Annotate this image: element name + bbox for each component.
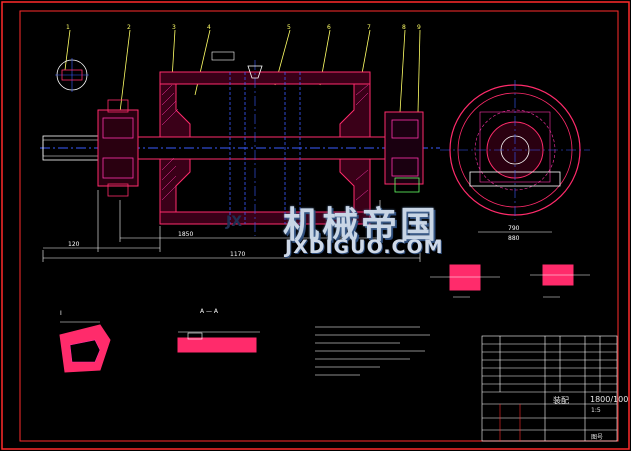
svg-text:2: 2 [127,24,131,31]
dim-width: 790 [508,225,520,232]
section-a-a [177,331,260,353]
drum-hatching [161,84,369,201]
dim-overall-length: 1170 [230,251,245,258]
svg-text:3: 3 [172,24,176,31]
end-view [440,80,590,233]
svg-text:8: 8 [402,24,406,31]
drum-end-discs [159,83,371,213]
leader-numbers: 1 2 3 4 5 6 7 8 9 [66,24,421,31]
drum-key [247,65,263,79]
watermark-cn: 机械帝国 [283,205,440,246]
drawing-checker-mark: 图号 [591,434,604,441]
dimension-lines [42,190,421,262]
dim-drum-length: 1850 [178,231,193,238]
technical-notes [315,326,430,376]
title-block [481,335,618,442]
svg-text:6: 6 [327,24,331,31]
drawing-part-label: 装配 [553,396,569,405]
svg-text:9: 9 [417,24,421,31]
dim-height: 880 [508,235,520,242]
drum-hidden-lines [229,72,301,224]
left-bearing-housing [97,99,139,197]
section-blocks [449,264,574,291]
detail-i [59,321,111,373]
title-block-accents [499,404,521,441]
svg-text:4: 4 [207,24,211,31]
detail-i-label: I [60,310,62,317]
dim-left-shaft: 120 [68,241,80,248]
right-bearing-housing [384,111,424,193]
svg-text:7: 7 [367,24,371,31]
svg-text:1: 1 [66,24,70,31]
watermark-en: JXDIGUO.COM [285,236,444,258]
drum-shell [159,71,371,225]
drawing-scale: 1:5 [591,407,601,414]
drawing-frame [19,10,619,442]
svg-text:5: 5 [287,24,291,31]
section-a-a-label: A — A [200,308,219,315]
jx-logo-icon: JX [225,214,242,230]
drawing-number: 1800/100 [590,395,629,404]
